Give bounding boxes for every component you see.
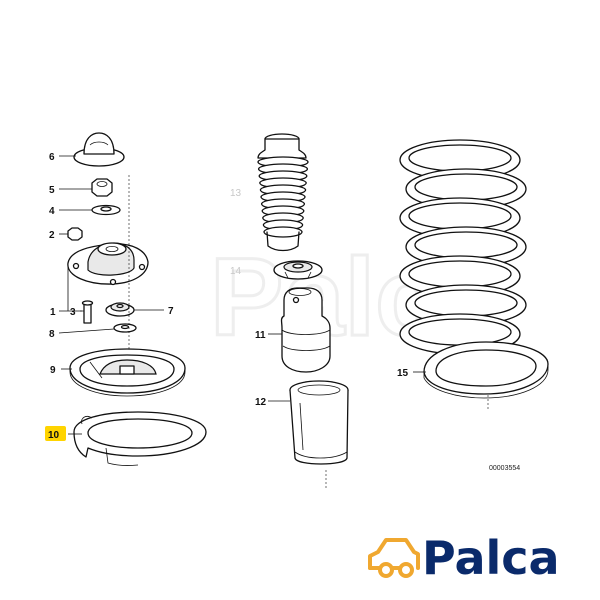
callout-14: 14 [230, 266, 242, 277]
part-6-dust-cap[interactable] [73, 132, 125, 167]
part-7-rubber-mount[interactable] [105, 302, 135, 317]
brand-name: Palca [422, 531, 560, 585]
part-2-nut[interactable] [67, 227, 83, 241]
callout-11: 11 [255, 330, 266, 341]
callout-6: 6 [49, 152, 55, 163]
callout-13: 13 [230, 188, 242, 199]
spring-coil-inner [408, 144, 512, 172]
callout-4: 4 [49, 206, 55, 217]
callout-3: 3 [70, 307, 76, 318]
spring-coil-inner [408, 260, 512, 288]
spring-coil-inner [408, 318, 512, 346]
callout-5: 5 [49, 185, 55, 196]
part-15-spring-seat[interactable] [423, 341, 549, 399]
brand-logo: Palca [368, 531, 560, 585]
spring-coil-inner [414, 173, 518, 201]
spring-coil-inner [414, 289, 518, 317]
part-13-bellows[interactable] [257, 133, 309, 252]
diagram-code: 00003554 [489, 465, 520, 472]
part-9-spring-seat[interactable] [69, 348, 186, 397]
callout-10[interactable]: 10 [48, 430, 60, 441]
bellows-ring [263, 226, 303, 238]
highlight-box [45, 426, 66, 441]
part-8-washer[interactable] [113, 323, 137, 333]
part-10-spring-pad[interactable] [73, 411, 207, 466]
part-15-coil-spring[interactable] [399, 139, 527, 355]
callout-2: 2 [49, 230, 55, 241]
spring-coil-inner [414, 231, 518, 259]
spring-coil-inner [408, 202, 512, 230]
part-3-bolt[interactable] [81, 300, 94, 324]
leader-lines [58, 155, 426, 435]
part-11-bump-stop[interactable] [280, 287, 331, 373]
callout-15: 15 [397, 368, 409, 379]
callout-8: 8 [49, 329, 55, 340]
callout-1: 1 [50, 307, 56, 318]
part-4-washer[interactable] [91, 204, 121, 216]
part-14-rubber-ring[interactable] [273, 260, 323, 280]
part-12-protection-tube[interactable] [289, 380, 349, 465]
part-5-nut[interactable] [91, 178, 113, 197]
callout-9: 9 [50, 365, 56, 376]
strut-mount[interactable] [67, 242, 149, 286]
callout-7: 7 [168, 306, 174, 317]
callout-12: 12 [255, 397, 267, 408]
car-icon [368, 538, 420, 578]
